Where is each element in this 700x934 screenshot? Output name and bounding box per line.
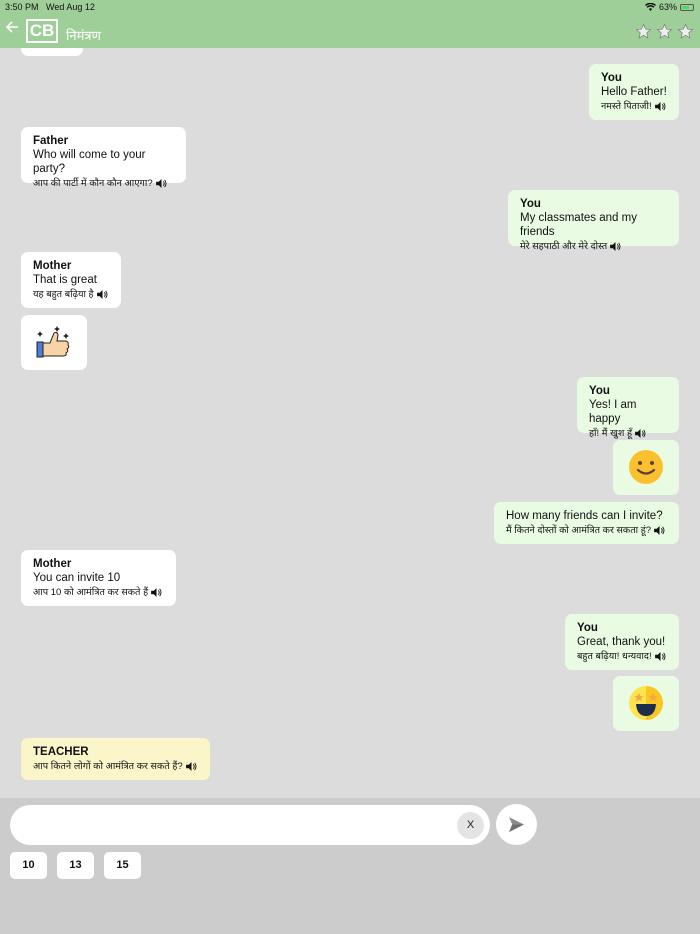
app-header: 3:50 PM Wed Aug 12 63% CB निमंत्रण — [0, 0, 700, 48]
chat-area[interactable]: You Hello Father! नमस्ते पिताजी! Father … — [0, 48, 700, 798]
chat-bubble-emoji — [613, 440, 679, 495]
sender-name: TEACHER — [33, 746, 89, 758]
arrow-left-icon — [5, 21, 18, 33]
message-text: Great, thank you! — [577, 636, 666, 648]
message-text: How many friends can I invite? — [506, 510, 663, 522]
status-date: Wed Aug 12 — [46, 2, 95, 12]
chat-bubble-you: You Great, thank you! बहुत बढ़िया! धन्यव… — [565, 614, 679, 670]
sender-name: Mother — [33, 260, 72, 272]
speaker-icon[interactable] — [654, 101, 666, 111]
clear-input-button[interactable]: X — [457, 812, 484, 839]
message-text: That is great — [33, 274, 97, 286]
smiley-face-icon — [629, 450, 663, 484]
message-translation: मेरे सहपाठी और मेरे दोस्त — [520, 240, 667, 253]
answer-option-15[interactable]: 15 — [104, 852, 141, 879]
sender-name: You — [601, 72, 622, 84]
message-text: You can invite 10 — [33, 572, 121, 584]
message-translation: आप 10 को आमंत्रित कर सकते हैं — [33, 586, 164, 599]
answer-options: 10 13 15 — [10, 852, 141, 879]
message-text: Who will come to your party? — [33, 149, 146, 175]
send-button[interactable] — [496, 804, 537, 845]
message-translation: आप कितने लोगों को आमंत्रित कर सकते हैं? — [33, 760, 198, 773]
chat-bubble-emoji — [21, 315, 87, 370]
speaker-icon[interactable] — [654, 525, 665, 535]
message-translation: मैं कितने दोस्तों को आमंत्रित कर सकता हू… — [506, 524, 667, 537]
chat-bubble-you: You My classmates and my friends मेरे सह… — [508, 190, 679, 252]
message-translation: आप की पार्टी में कौन कौन आएगा? — [33, 177, 174, 190]
speaker-icon[interactable] — [151, 587, 162, 597]
chat-bubble-teacher: TEACHER आप कितने लोगों को आमंत्रित कर सक… — [21, 738, 210, 780]
star-outline-icon — [677, 23, 694, 39]
chat-bubble-you: You Yes! I am happy हाँ! मैं खुश हूँ — [577, 377, 679, 439]
back-button[interactable] — [5, 18, 19, 38]
sender-name: You — [577, 622, 598, 634]
speaker-icon[interactable] — [185, 761, 197, 771]
star-outline-icon — [635, 23, 652, 39]
battery-percent: 63% — [658, 2, 677, 12]
message-translation: यह बहुत बढ़िया है — [33, 288, 109, 301]
message-translation: हाँ! मैं खुश हूँ — [589, 427, 667, 440]
chat-bubble-you: You Hello Father! नमस्ते पिताजी! — [589, 64, 679, 120]
message-text: Yes! I am happy — [589, 399, 637, 425]
chat-bubble-mother: Mother That is great यह बहुत बढ़िया है — [21, 252, 121, 308]
chat-bubble-mother: Mother You can invite 10 आप 10 को आमंत्र… — [21, 550, 176, 606]
speaker-icon[interactable] — [155, 178, 167, 188]
speaker-icon[interactable] — [635, 428, 646, 438]
message-text: Hello Father! — [601, 86, 667, 98]
status-time: 3:50 PM Wed Aug 12 — [5, 2, 95, 12]
message-translation: बहुत बढ़िया! धन्यवाद! — [577, 650, 667, 663]
app-logo: CB — [26, 19, 58, 43]
answer-option-13[interactable]: 13 — [57, 852, 94, 879]
sender-name: Mother — [33, 558, 72, 570]
chat-bubble-father: Father Who will come to your party? आप क… — [21, 127, 186, 189]
chat-bubble-emoji — [613, 676, 679, 731]
message-text: My classmates and my friends — [520, 212, 637, 238]
chat-bubble-partial — [21, 48, 83, 56]
answer-option-10[interactable]: 10 — [10, 852, 47, 879]
battery-icon — [680, 3, 694, 11]
status-clock: 3:50 PM — [5, 2, 39, 12]
speaker-icon[interactable] — [610, 241, 621, 251]
star-eyes-face-icon — [629, 686, 663, 720]
message-input-wrapper: X — [10, 805, 490, 845]
message-translation: नमस्ते पिताजी! — [601, 100, 667, 113]
message-input[interactable] — [26, 813, 446, 837]
status-indicators: 63% — [644, 2, 694, 12]
speaker-icon[interactable] — [654, 651, 666, 661]
speaker-icon[interactable] — [96, 289, 108, 299]
sender-name: Father — [33, 135, 69, 147]
chat-bubble-you: How many friends can I invite? मैं कितने… — [494, 502, 679, 544]
wifi-icon — [644, 3, 656, 11]
thumbs-up-icon — [36, 326, 70, 358]
sender-name: You — [520, 198, 541, 210]
send-icon — [509, 817, 524, 832]
sender-name: You — [589, 385, 610, 397]
page-title: निमंत्रण — [66, 28, 101, 43]
composer-panel: X 10 13 15 — [0, 798, 700, 934]
star-outline-icon — [656, 23, 673, 39]
rating-stars — [635, 23, 694, 40]
